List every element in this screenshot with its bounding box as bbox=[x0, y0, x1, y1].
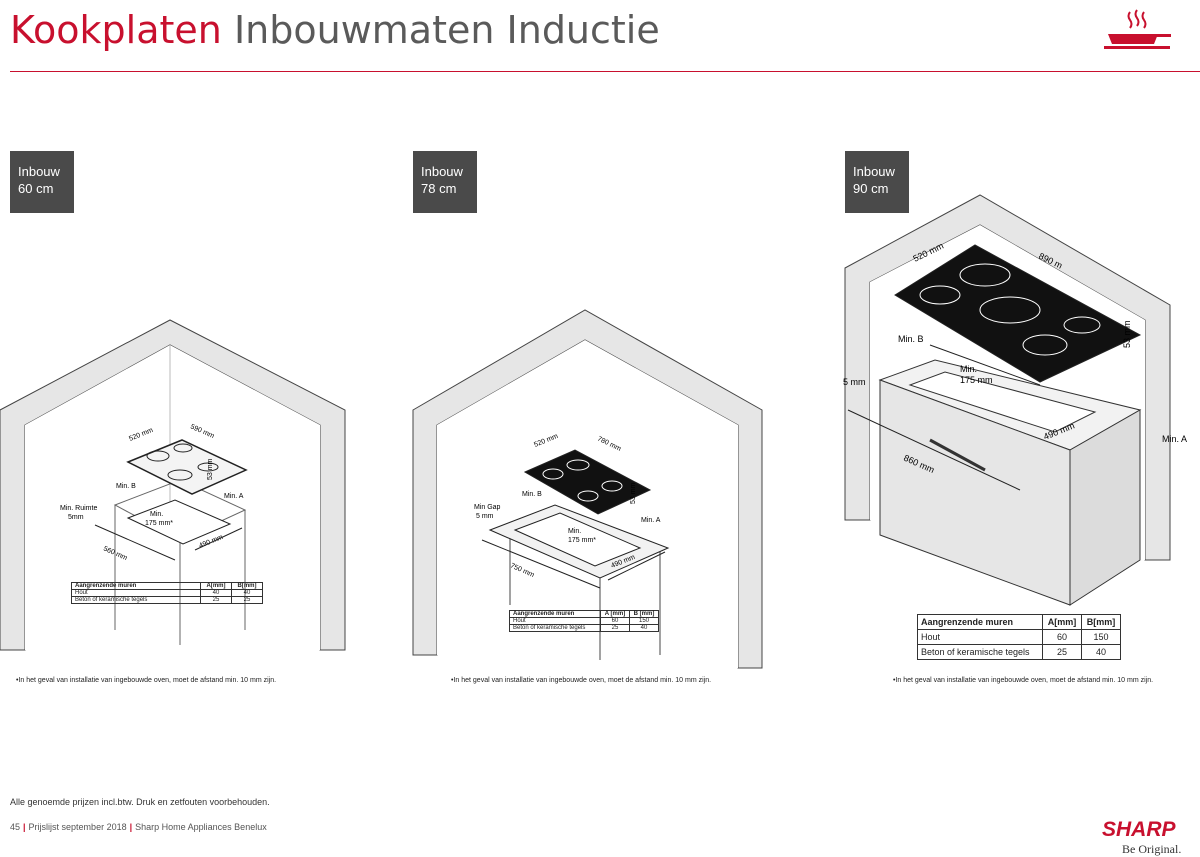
th-walls: Aangrenzende muren bbox=[71, 582, 201, 590]
page-title: Kookplaten Inbouwmaten Inductie bbox=[10, 8, 660, 52]
company-label: Sharp Home Appliances Benelux bbox=[135, 822, 267, 832]
row-a: 40 bbox=[200, 589, 232, 597]
wall-table-60: Aangrenzende muren A[mm] B[mm] Hout 40 4… bbox=[71, 582, 263, 604]
wall-table-78: Aangrenzende muren A [mm] B [mm] Hout 60… bbox=[509, 610, 659, 632]
installation-drawing-60: 520 mm 590 mm 53 mm Min. B Min. A Min. R… bbox=[0, 319, 346, 651]
label-min: Min. bbox=[150, 511, 163, 518]
slogan: Be Original. bbox=[1122, 842, 1182, 856]
label-min-val: 175 mm* bbox=[568, 537, 596, 544]
installation-drawing-78: 520 mm 780 mm 53 mm Min. B Min. A Min Ga… bbox=[412, 309, 763, 669]
label-min-gap: Min Gap bbox=[474, 504, 501, 511]
th-walls: Aangrenzende muren bbox=[509, 610, 601, 618]
row-a: 25 bbox=[600, 624, 630, 632]
pricelist-label: Prijslijst september 2018 bbox=[28, 822, 127, 832]
dim-height: 53 mm bbox=[630, 482, 637, 504]
row-b: 150 bbox=[1081, 629, 1121, 645]
title-red: Kookplaten bbox=[10, 8, 222, 52]
label-min-a: Min. A bbox=[641, 517, 661, 524]
badge-line2: 90 cm bbox=[853, 181, 889, 196]
title-gray: Inbouwmaten Inductie bbox=[233, 8, 660, 52]
row-b: 40 bbox=[629, 624, 659, 632]
installation-drawing-90: 520 mm 890 m 53 mm Min. B Min. A 5 mm Mi… bbox=[843, 194, 1187, 606]
footnote-60: •In het geval van installatie van ingebo… bbox=[16, 677, 277, 684]
badge-line1: Inbouw bbox=[853, 164, 895, 179]
row-a: 60 bbox=[1042, 629, 1082, 645]
label-min-val: 175 mm bbox=[960, 375, 993, 385]
th-b: B[mm] bbox=[231, 582, 263, 590]
page-number: 45 bbox=[10, 822, 21, 832]
row-b: 40 bbox=[1081, 644, 1121, 660]
label-min-b: Min. B bbox=[898, 334, 924, 344]
label-min-gap-val: 5 mm bbox=[476, 513, 494, 520]
label-min-ruimte: Min. Ruimte bbox=[60, 505, 97, 512]
row-label: Hout bbox=[71, 589, 201, 597]
header-rule bbox=[10, 71, 1200, 72]
label-min: Min. bbox=[960, 364, 977, 374]
badge-78: Inbouw 78 cm bbox=[413, 151, 477, 213]
footnote-78: •In het geval van installatie van ingebo… bbox=[451, 677, 712, 684]
badge-line2: 78 cm bbox=[421, 181, 457, 196]
row-a: 25 bbox=[200, 596, 232, 604]
price-disclaimer: Alle genoemde prijzen incl.btw. Druk en … bbox=[10, 797, 270, 807]
sharp-logo: SHARP bbox=[1102, 818, 1176, 841]
badge-60: Inbouw 60 cm bbox=[10, 151, 74, 213]
th-walls: Aangrenzende muren bbox=[917, 614, 1043, 630]
row-label: Beton of keramische tegels bbox=[71, 596, 201, 604]
row-label: Hout bbox=[917, 629, 1043, 645]
label-min-a: Min. A bbox=[224, 493, 244, 500]
row-b: 40 bbox=[231, 589, 263, 597]
th-a: A[mm] bbox=[1042, 614, 1082, 630]
row-label: Beton of keramische tegels bbox=[917, 644, 1043, 660]
row-b: 150 bbox=[629, 617, 659, 625]
page-footer: 45|Prijslijst september 2018|Sharp Home … bbox=[10, 822, 267, 832]
row-b: 25 bbox=[231, 596, 263, 604]
dim-height: 53 mm bbox=[207, 458, 214, 480]
badge-line1: Inbouw bbox=[18, 164, 60, 179]
badge-line2: 60 cm bbox=[18, 181, 54, 196]
label-min: Min. bbox=[568, 528, 581, 535]
label-min-ruimte-val: 5mm bbox=[68, 514, 84, 521]
th-a: A [mm] bbox=[600, 610, 630, 618]
th-a: A[mm] bbox=[200, 582, 232, 590]
row-a: 60 bbox=[600, 617, 630, 625]
badge-line1: Inbouw bbox=[421, 164, 463, 179]
label-min-a: Min. A bbox=[1162, 434, 1187, 444]
label-side: 5 mm bbox=[843, 377, 866, 387]
row-a: 25 bbox=[1042, 644, 1082, 660]
badge-90: Inbouw 90 cm bbox=[845, 151, 909, 213]
th-b: B[mm] bbox=[1081, 614, 1121, 630]
footnote-90: •In het geval van installatie van ingebo… bbox=[893, 677, 1154, 684]
label-min-val: 175 mm* bbox=[145, 520, 173, 527]
frying-pan-icon bbox=[1104, 9, 1171, 49]
label-min-b: Min. B bbox=[116, 483, 136, 490]
row-label: Hout bbox=[509, 617, 601, 625]
dim-height: 53 mm bbox=[1122, 320, 1132, 348]
label-min-b: Min. B bbox=[522, 491, 542, 498]
row-label: Beton of keramische tegels bbox=[509, 624, 601, 632]
th-b: B [mm] bbox=[629, 610, 659, 618]
wall-table-90: Aangrenzende muren A[mm] B[mm] Hout 60 1… bbox=[917, 614, 1121, 660]
